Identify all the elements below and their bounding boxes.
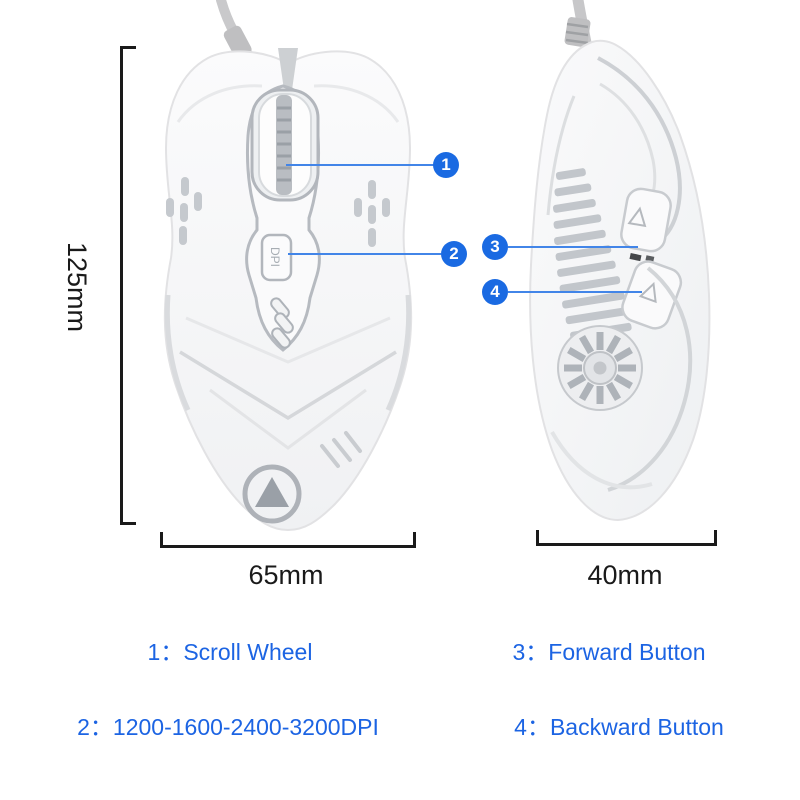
callout-badge-4: 4 xyxy=(482,279,508,305)
side-wing-right xyxy=(385,294,412,412)
scroll-wheel-ribs xyxy=(277,106,291,182)
callout-badge-3: 3 xyxy=(482,234,508,260)
indicator-light xyxy=(274,312,294,334)
turbine-spokes xyxy=(564,332,636,404)
callout-leader-3 xyxy=(508,246,638,248)
height-dimension-label: 125mm xyxy=(62,241,92,333)
vent-dot xyxy=(194,192,202,211)
turbine-vent xyxy=(557,325,643,411)
vent-dot xyxy=(368,205,376,224)
front-edge-seam xyxy=(546,95,576,216)
vent-dots-left xyxy=(166,177,202,245)
vent-slat xyxy=(557,260,616,277)
vent-dot xyxy=(180,203,188,222)
legend-number-2: 2： xyxy=(77,714,113,740)
brand-logo-ring xyxy=(242,464,302,524)
vent-dot xyxy=(382,198,390,217)
forward-button-mark xyxy=(627,206,647,228)
indicator-light xyxy=(270,297,290,319)
cable-strain-relief xyxy=(223,25,252,59)
height-dimension-bracket xyxy=(120,46,136,525)
side-wing-left xyxy=(164,294,191,412)
legend-label-2: 1200-1600-2400-3200DPI xyxy=(112,714,379,740)
vent-slat xyxy=(555,245,612,261)
vent-dot xyxy=(354,198,362,217)
vent-dot xyxy=(166,198,174,217)
vent-slat xyxy=(553,214,602,229)
palm-ridge-chevron xyxy=(179,350,397,421)
legend-number-4: 4： xyxy=(514,714,550,740)
backward-side-button xyxy=(621,260,683,330)
side-view-mouse-image xyxy=(529,0,711,522)
dpi-button-label: DPI xyxy=(268,247,282,267)
forward-side-button xyxy=(620,187,672,253)
turbine-hub-dot xyxy=(593,361,607,375)
legend-item-4: 4：Backward Button xyxy=(469,713,769,741)
vent-slat xyxy=(552,199,596,213)
palm-ridge-lower xyxy=(209,388,367,450)
backward-button-mark xyxy=(638,281,657,304)
vent-slat xyxy=(565,307,629,325)
forward-button-shape xyxy=(620,187,672,253)
vent-slat xyxy=(554,229,606,246)
backward-button-shape xyxy=(621,260,683,330)
vent-slat xyxy=(554,183,592,197)
callout-leader-4 xyxy=(508,291,642,293)
cable-collar-ridges xyxy=(565,22,589,45)
dpi-button xyxy=(260,233,293,282)
vent-dot xyxy=(181,177,189,196)
button-gap-slot xyxy=(278,48,298,90)
depth-dimension-label: 40mm xyxy=(587,560,663,590)
vent-dot xyxy=(179,226,187,245)
vent-slat xyxy=(562,291,625,309)
legend-label-1: Scroll Wheel xyxy=(183,639,313,665)
width-dimension-label: 65mm xyxy=(248,560,324,590)
brand-logo-triangle xyxy=(255,477,289,507)
button-gap-mark xyxy=(645,255,655,262)
rear-swoosh xyxy=(607,266,693,492)
shoulder-accent-left xyxy=(176,84,263,123)
rear-accent-stripes xyxy=(320,431,362,468)
vent-dot xyxy=(368,180,376,199)
vent-slat xyxy=(555,168,586,180)
palm-ridge-upper xyxy=(185,316,391,364)
vent-dots-right xyxy=(354,180,390,247)
legend-number-3: 3： xyxy=(512,639,549,665)
legend-label-4: Backward Button xyxy=(549,714,724,740)
vent-dot xyxy=(368,228,376,247)
legend-label-3: Forward Button xyxy=(548,639,706,665)
legend-item-2: 2：1200-1600-2400-3200DPI xyxy=(28,713,428,741)
callout-badge-1: 1 xyxy=(433,152,459,178)
width-dimension-bracket xyxy=(160,532,416,548)
legend-number-1: 1： xyxy=(147,639,184,665)
shoulder-accent-right xyxy=(313,84,400,123)
callout-leader-2 xyxy=(288,253,441,255)
bottom-crescent xyxy=(550,431,653,490)
legend-item-3: 3：Forward Button xyxy=(459,638,759,666)
depth-dimension-bracket xyxy=(536,530,717,546)
top-view-mouse-image: DPI xyxy=(163,0,413,532)
vent-slat xyxy=(559,276,621,293)
indicator-light xyxy=(271,327,291,349)
top-shell-seam xyxy=(597,56,682,244)
legend-item-1: 1：Scroll Wheel xyxy=(80,638,380,666)
indicator-lights xyxy=(270,297,294,349)
button-gap-mark xyxy=(629,253,642,262)
callout-leader-1 xyxy=(286,164,434,166)
callout-badge-2: 2 xyxy=(441,241,467,267)
